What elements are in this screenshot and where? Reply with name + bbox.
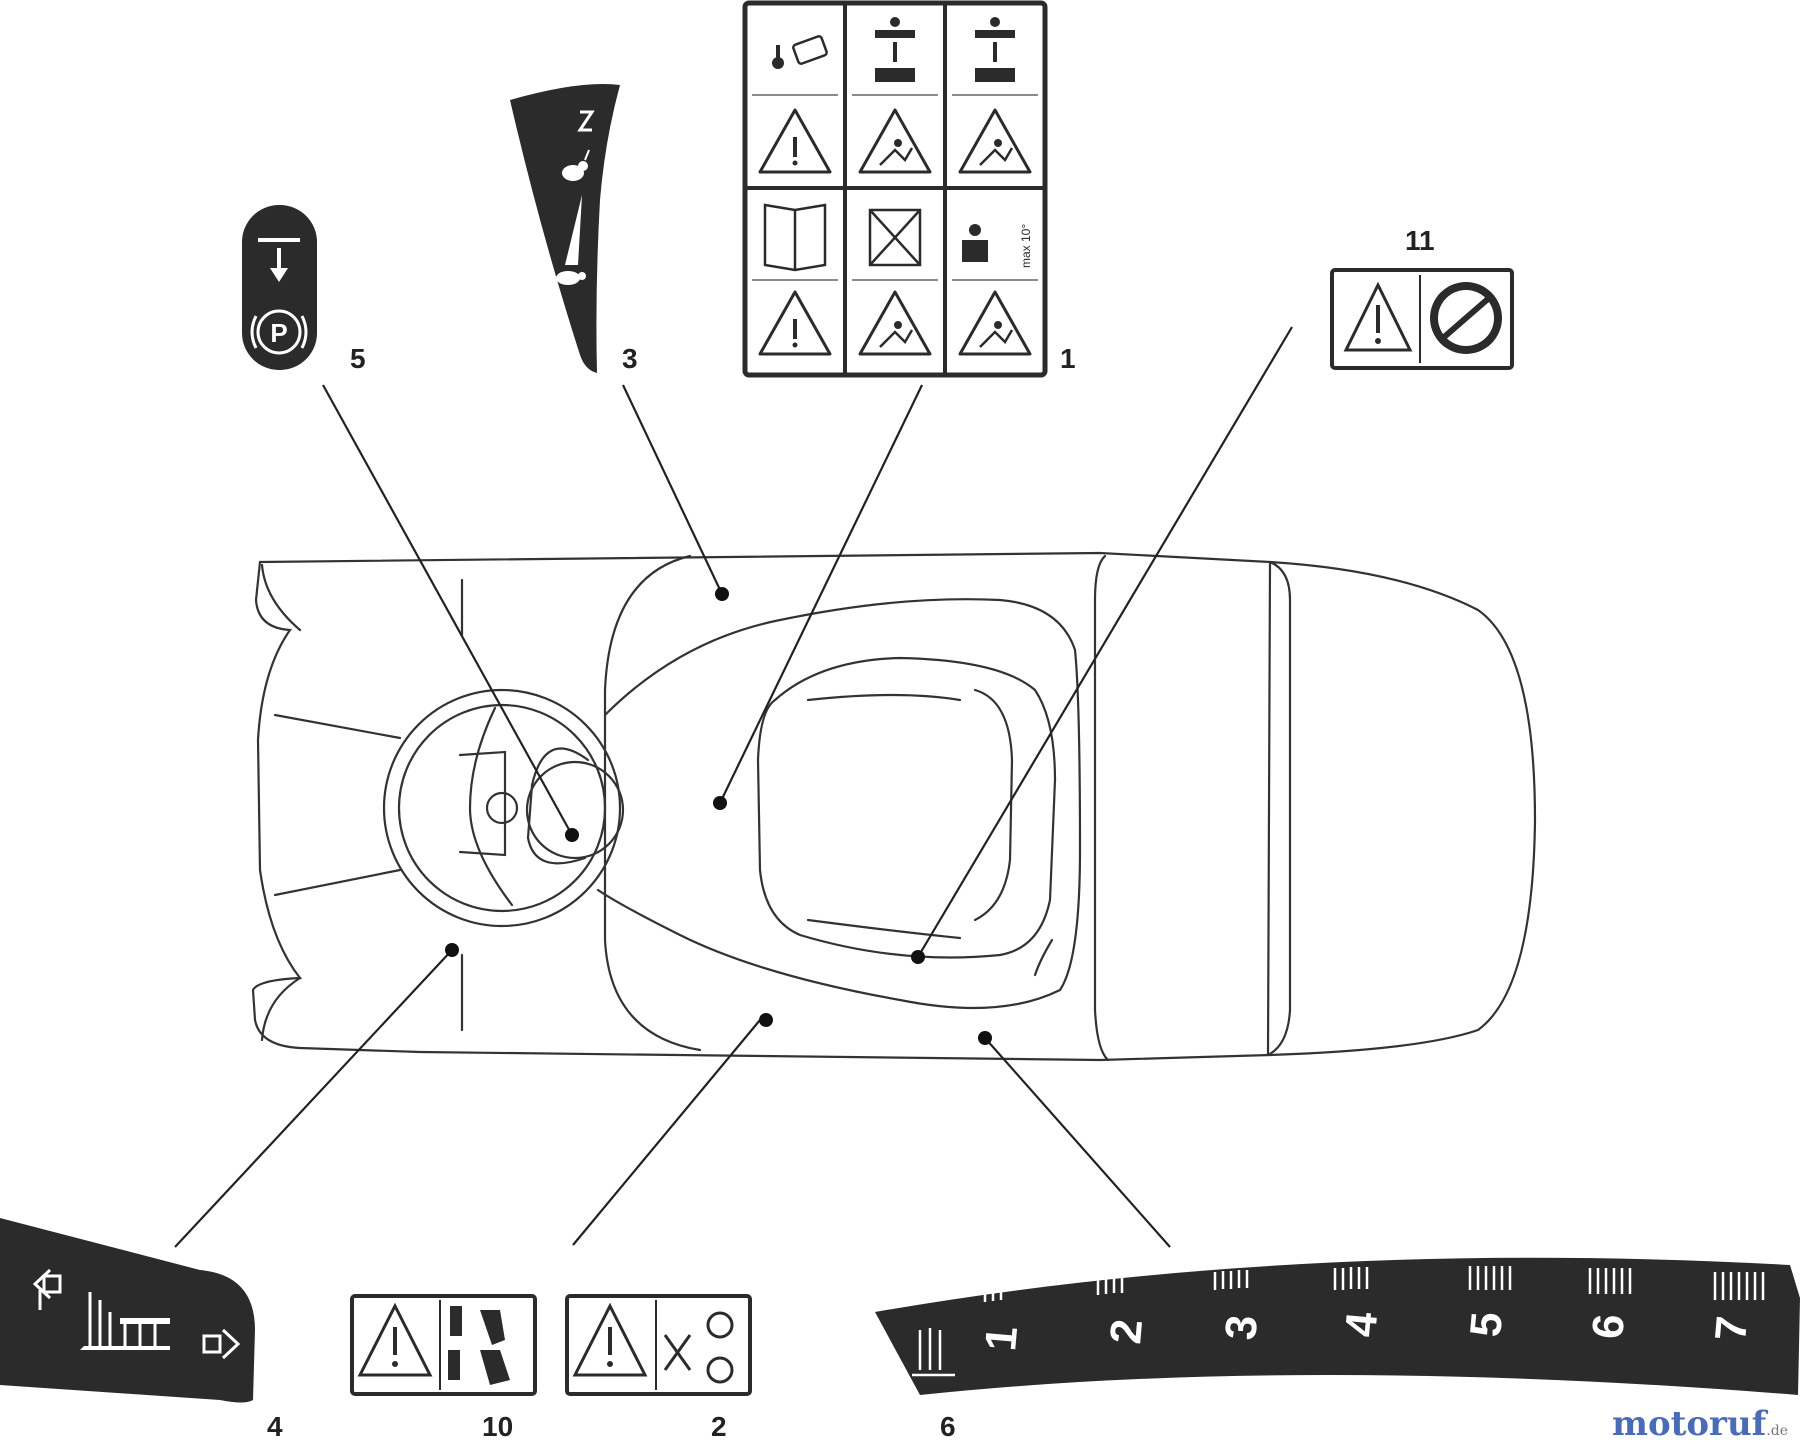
watermark-suffix: .de [1766, 1423, 1788, 1439]
fender-area [596, 554, 1082, 1052]
warning-decal-11 [1330, 268, 1514, 370]
leader-dots [445, 587, 992, 1045]
decal-4-point [445, 943, 459, 957]
no-engine-running-icon [663, 1311, 734, 1384]
svg-text:P: P [270, 318, 287, 348]
warning-triangle-icon [758, 290, 832, 356]
foot-pedal-icon [448, 1306, 510, 1385]
tractor-outline [251, 551, 1537, 1062]
warning-triangle-icon [357, 1302, 433, 1377]
decal-6-point [978, 1031, 992, 1045]
height-setting-7: 7 [1706, 1314, 1757, 1343]
warning-decal-2 [565, 1294, 752, 1396]
cutting-height-decal: 1 2 3 4 5 6 7 [875, 1257, 1800, 1395]
watermark-name: motoruf [1612, 1404, 1767, 1444]
decal-11-point [911, 950, 925, 964]
choke-icon [577, 110, 595, 132]
height-tick-groups [983, 1266, 1765, 1302]
parking-p-icon: P [250, 309, 308, 355]
callout-labels: 1 3 5 11 4 10 2 6 [267, 225, 1435, 1442]
height-setting-1: 1 [976, 1324, 1027, 1353]
warning-decal-10 [350, 1294, 537, 1396]
warning-triangle-icon [758, 108, 832, 174]
height-setting-3: 3 [1216, 1313, 1267, 1342]
speed-wedge [565, 195, 582, 265]
parking-brake-decal: P [242, 205, 317, 370]
callout-3: 3 [622, 343, 638, 374]
cutting-height-icon [912, 1328, 955, 1377]
warning-triangle-icon [1343, 281, 1413, 352]
callout-6: 6 [940, 1411, 956, 1442]
callout-10: 10 [482, 1411, 513, 1442]
warning-triangle-icon [858, 108, 932, 174]
reverse-mow-decal [0, 1218, 255, 1403]
key-removal-icon [772, 35, 828, 69]
height-setting-4: 4 [1336, 1310, 1387, 1339]
max-slope-label: max 10° [1019, 224, 1033, 268]
callout-5: 5 [350, 343, 366, 374]
height-setting-6: 6 [1583, 1312, 1634, 1341]
warning-triangle-icon [572, 1302, 648, 1377]
callout-11: 11 [1405, 225, 1435, 256]
decal-1-point [713, 796, 727, 810]
steering-wheel [382, 688, 625, 928]
hazard-person-icon [879, 139, 1014, 348]
height-setting-2: 2 [1101, 1317, 1152, 1346]
decal-2-point [759, 1013, 773, 1027]
callout-4: 4 [267, 1411, 283, 1442]
arrow-down-icon [270, 248, 288, 282]
operator-up-icon [875, 17, 1015, 82]
no-passenger-icon [868, 208, 922, 267]
slope-warning-icon: max 10° [962, 224, 1033, 268]
arrow-right-icon [202, 1328, 241, 1360]
decal-5-point [565, 828, 579, 842]
warning-triangle-icon [858, 290, 932, 356]
safety-warning-decal-grid: max 10° [742, 0, 1048, 378]
warning-triangle-icon [958, 290, 1032, 356]
leader-lines [174, 326, 1293, 1248]
warning-triangle-icon [958, 108, 1032, 174]
mower-deck-icon [80, 1292, 170, 1350]
turtle-icon [556, 271, 586, 285]
callout-1: 1 [1060, 343, 1076, 374]
decal-3-point [715, 587, 729, 601]
hood-lines [273, 578, 507, 1032]
height-setting-5: 5 [1461, 1310, 1512, 1339]
watermark: motoruf.de [1612, 1404, 1788, 1444]
rabbit-icon [562, 149, 590, 181]
no-children-icon [1430, 282, 1502, 354]
seat [756, 656, 1057, 977]
callout-2: 2 [711, 1411, 727, 1442]
throttle-decal [510, 84, 620, 373]
read-manual-icon [763, 203, 827, 272]
arrow-left-icon [32, 1268, 62, 1310]
